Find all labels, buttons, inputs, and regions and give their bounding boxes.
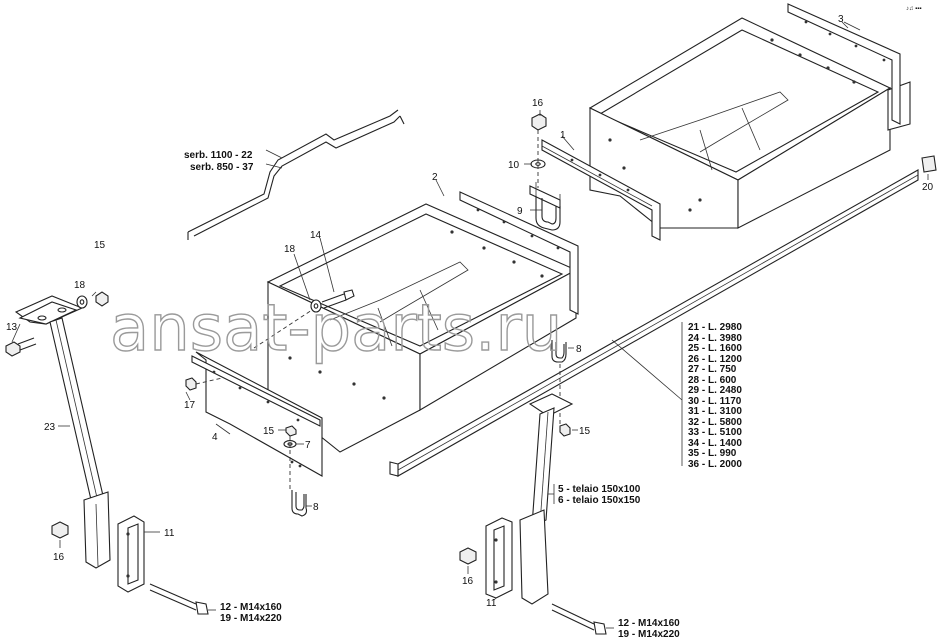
callout-7: 7 xyxy=(305,440,311,451)
spec-labels: serb. 1100 - 22 serb. 850 - 37 5 - telai… xyxy=(184,150,680,640)
clamp-11-right xyxy=(485,517,513,599)
nut-15-right xyxy=(559,423,571,437)
tube-length-item: 27 - L. 750 xyxy=(688,364,737,375)
tube-length-item: 21 - L. 2980 xyxy=(688,322,742,333)
serb-line-2: serb. 850 - 37 xyxy=(190,162,254,173)
callout-16-top: 16 xyxy=(532,98,544,109)
assembly-line-14 xyxy=(253,309,313,349)
bolts-left-line-1: 12 - M14x160 xyxy=(220,602,282,613)
bolt-12-19-right xyxy=(551,603,607,635)
bolts-right-line-1: 12 - M14x160 xyxy=(618,618,680,629)
leader-lines xyxy=(11,21,929,629)
callout-15-leg: 15 xyxy=(94,240,106,251)
callout-2: 2 xyxy=(432,172,438,183)
tube-length-item: 36 - L. 2000 xyxy=(688,459,742,470)
callout-1: 1 xyxy=(560,130,566,141)
u-bolt-8-lower xyxy=(291,490,308,517)
callout-14: 14 xyxy=(310,230,322,241)
bracket-rod-22-37 xyxy=(187,109,405,240)
tube-length-list: 21 - L. 2980 24 - L. 3980 25 - L. 1600 2… xyxy=(688,322,742,470)
corner-mark: ♪♫ ▪▪▪ xyxy=(906,6,922,12)
plate-2 xyxy=(459,191,579,315)
tube-length-item: 26 - L. 1200 xyxy=(688,354,742,365)
telaio-line-2: 6 - telaio 150x150 xyxy=(558,495,641,506)
callout-16-left: 16 xyxy=(53,552,65,563)
callout-15-mid: 15 xyxy=(263,426,275,437)
support-leg-right xyxy=(519,393,574,605)
tube-length-item: 32 - L. 5800 xyxy=(688,417,742,428)
washer-18-box xyxy=(310,299,322,313)
nut-15-mid xyxy=(285,425,297,437)
tube-length-item: 28 - L. 600 xyxy=(688,375,737,386)
u-bolt-8-upper xyxy=(551,340,567,363)
nut-17 xyxy=(185,377,197,391)
callout-23: 23 xyxy=(44,422,56,433)
serb-line-1: serb. 1100 - 22 xyxy=(184,150,253,161)
watermark: ansat-parts.ru xyxy=(110,292,562,366)
callout-8-lower: 8 xyxy=(313,502,319,513)
bolts-right-line-2: 19 - M14x220 xyxy=(618,629,680,640)
tube-length-item: 34 - L. 1400 xyxy=(688,438,742,449)
nut-16-left xyxy=(51,521,69,539)
tube-length-item: 31 - L. 3100 xyxy=(688,406,742,417)
end-cap-20 xyxy=(921,155,937,173)
callout-9: 9 xyxy=(517,206,523,217)
callout-15-right: 15 xyxy=(579,426,591,437)
callout-18-box: 18 xyxy=(284,244,296,255)
support-leg-23 xyxy=(14,295,111,569)
plate-1 xyxy=(541,139,661,241)
tube-length-item: 24 - L. 3980 xyxy=(688,333,742,344)
callout-8-upper: 8 xyxy=(576,344,582,355)
callout-16-right: 16 xyxy=(462,576,474,587)
tube-length-item: 35 - L. 990 xyxy=(688,448,737,459)
callout-18-leg: 18 xyxy=(74,280,86,291)
bolt-13 xyxy=(5,337,37,357)
nut-15-leg xyxy=(95,291,109,307)
callout-11-right: 11 xyxy=(486,598,497,609)
assembly-line-17 xyxy=(195,377,223,385)
callout-13: 13 xyxy=(6,322,18,333)
tube-length-item: 29 - L. 2480 xyxy=(688,385,742,396)
square-tube xyxy=(389,169,919,477)
bolt-14 xyxy=(321,289,355,309)
callout-10: 10 xyxy=(508,160,520,171)
telaio-line-1: 5 - telaio 150x100 xyxy=(558,484,641,495)
callout-20: 20 xyxy=(922,182,934,193)
callout-11-left: 11 xyxy=(164,528,175,539)
nut-16-right xyxy=(459,547,477,565)
callout-17: 17 xyxy=(184,400,196,411)
tube-length-item: 33 - L. 5100 xyxy=(688,427,742,438)
callout-4: 4 xyxy=(212,432,218,443)
u-bolt-9 xyxy=(529,182,561,231)
tube-length-item: 30 - L. 1170 xyxy=(688,396,742,407)
bolts-left-line-2: 19 - M14x220 xyxy=(220,613,282,624)
plate-3 xyxy=(787,3,901,125)
bolt-12-19-left xyxy=(149,583,209,615)
clamp-11-left xyxy=(117,515,145,593)
callout-3: 3 xyxy=(838,14,844,25)
washer-18-leg xyxy=(76,295,88,309)
tube-length-item: 25 - L. 1600 xyxy=(688,343,742,354)
nut-16-top xyxy=(531,113,547,131)
callout-labels: 1 2 3 4 7 8 8 9 10 11 11 13 14 15 15 15 … xyxy=(6,14,934,609)
